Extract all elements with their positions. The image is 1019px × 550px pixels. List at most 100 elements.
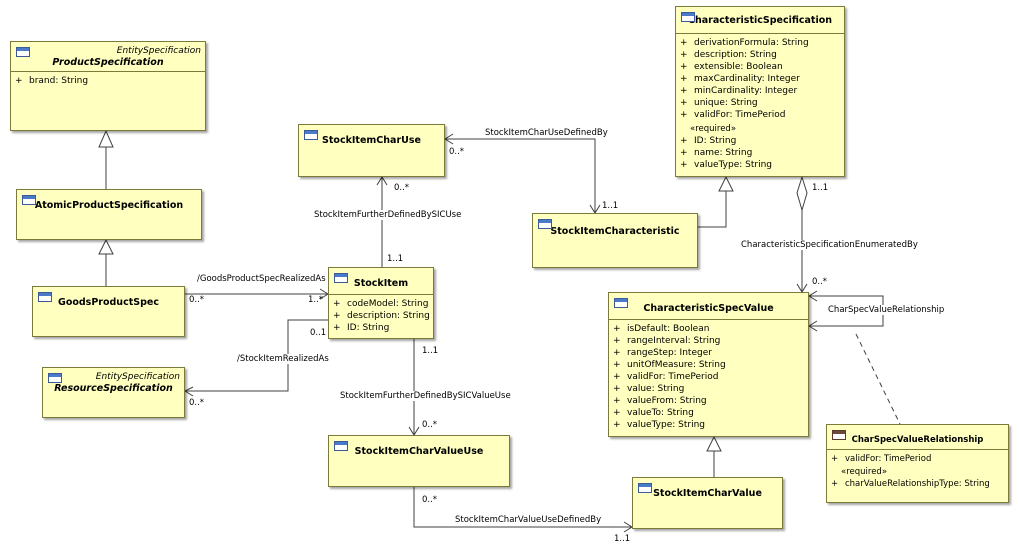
- class-name: ProductSpecification: [52, 57, 164, 68]
- attribute: +charValueRelationshipType: String: [831, 479, 990, 489]
- attribute-compartment: +derivationFormula: String +description:…: [676, 33, 844, 173]
- multiplicity: 0..*: [422, 495, 438, 505]
- attribute: +ID: String: [680, 136, 737, 146]
- attribute: +validFor: TimePeriod: [680, 110, 786, 120]
- generalization-arrowhead: [98, 129, 114, 148]
- class-resource-specification[interactable]: EntitySpecification ResourceSpecificatio…: [42, 367, 185, 418]
- class-icon: [22, 195, 36, 205]
- attribute: +valueType: String: [613, 420, 706, 430]
- assoc-label-char-value-use-defined-by: StockItemCharValueUseDefinedBy: [455, 515, 602, 525]
- class-characteristic-specification[interactable]: CharacteristicSpecification +derivationF…: [675, 6, 845, 177]
- class-stock-item-char-use[interactable]: StockItemCharUse: [298, 124, 445, 177]
- class-name: StockItem: [353, 278, 409, 289]
- attribute: +minCardinality: Integer: [680, 86, 798, 96]
- class-icon: [538, 219, 552, 229]
- class-name: StockItemCharValue: [653, 488, 762, 499]
- attribute: +rangeStep: Integer: [613, 348, 712, 358]
- attribute: +description: String: [333, 311, 430, 321]
- class-icon: [16, 47, 30, 57]
- multiplicity: 1..1: [602, 201, 619, 211]
- assoc-label-goods-spec-realized-as: /GoodsProductSpecRealizedAs: [197, 274, 326, 284]
- attribute: +unique: String: [680, 98, 758, 108]
- assoc-charvalueuse-to-charvalue: [413, 487, 632, 528]
- class-name: StockItemCharUse: [322, 135, 421, 146]
- nav-arrowhead: [183, 386, 194, 397]
- multiplicity: 0..*: [189, 295, 205, 305]
- attribute: +ID: String: [333, 323, 390, 333]
- attribute: +isDefault: Boolean: [613, 324, 710, 334]
- generalization-characteristic-to-spec: [698, 191, 727, 228]
- generalization-arrowhead: [98, 238, 114, 255]
- assoc-label-stock-item-realized-as: /StockItemRealizedAs: [237, 354, 329, 364]
- attribute: +rangeInterval: String: [613, 336, 721, 346]
- class-name: StockItemCharValueUse: [354, 446, 484, 457]
- class-icon: [334, 441, 348, 451]
- class-name: CharSpecValueRelationship: [851, 435, 984, 445]
- class-name: CharacteristicSpecValue: [643, 303, 774, 314]
- class-icon: [38, 292, 52, 302]
- class-icon: [304, 130, 318, 140]
- class-stereotype: EntitySpecification: [95, 372, 180, 382]
- association-class-icon: [832, 430, 846, 440]
- multiplicity: 1..1: [422, 346, 439, 356]
- class-stock-item-char-value-use[interactable]: StockItemCharValueUse: [328, 435, 510, 487]
- attribute: +derivationFormula: String: [680, 38, 809, 48]
- multiplicity: 0..*: [812, 277, 828, 287]
- class-goods-product-spec[interactable]: GoodsProductSpec: [32, 286, 185, 337]
- attribute: +valueTo: String: [613, 408, 694, 418]
- attribute-compartment: +brand: String: [11, 71, 205, 89]
- attribute-compartment: +codeModel: String +description: String …: [329, 294, 433, 336]
- attribute: +brand: String: [15, 76, 89, 86]
- class-name: GoodsProductSpec: [58, 297, 159, 308]
- nav-arrowhead: [444, 133, 454, 145]
- attribute: +validFor: TimePeriod: [831, 454, 932, 464]
- multiplicity: 0..1: [310, 328, 327, 338]
- assoc-label-further-defined-by-sic-use: StockItemFurtherDefinedBySICUse: [314, 210, 462, 220]
- class-characteristic-spec-value[interactable]: CharacteristicSpecValue +isDefault: Bool…: [608, 292, 809, 437]
- multiplicity: 0..*: [189, 398, 205, 408]
- attribute: +valueFrom: String: [613, 396, 707, 406]
- required-section-label: «required»: [690, 124, 737, 134]
- class-icon: [614, 298, 628, 308]
- class-name: CharacteristicSpecification: [687, 15, 833, 26]
- required-section-label: «required»: [841, 467, 888, 477]
- attribute-compartment: +isDefault: Boolean +rangeInterval: Stri…: [609, 319, 808, 433]
- class-icon: [334, 273, 348, 283]
- assoc-charuse-to-characteristic: [445, 138, 596, 213]
- association-class-link: [855, 333, 901, 425]
- class-icon: [638, 483, 652, 493]
- attribute: +valueType: String: [680, 160, 773, 170]
- class-char-spec-value-relationship[interactable]: CharSpecValueRelationship +validFor: Tim…: [826, 424, 1009, 503]
- nav-arrowhead: [808, 290, 818, 302]
- multiplicity: 0..*: [394, 183, 410, 193]
- attribute: +maxCardinality: Integer: [680, 74, 800, 84]
- class-atomic-product-specification[interactable]: AtomicProductSpecification: [16, 189, 202, 240]
- class-stock-item-char-value[interactable]: StockItemCharValue: [632, 477, 783, 529]
- multiplicity: 0..*: [449, 147, 465, 157]
- class-name: ResourceSpecification: [54, 383, 173, 394]
- attribute: +value: String: [613, 384, 685, 394]
- assoc-label-spec-enumerated-by: CharacteristicSpecificationEnumeratedBy: [741, 240, 918, 250]
- attribute: +extensible: Boolean: [680, 62, 783, 72]
- assoc-label-further-defined-by-sic-value-use: StockItemFurtherDefinedBySICValueUse: [340, 391, 511, 401]
- attribute: +description: String: [680, 50, 777, 60]
- multiplicity: 1..1: [812, 183, 829, 193]
- class-icon: [681, 12, 695, 22]
- multiplicity: 1..1: [614, 534, 631, 544]
- class-stock-item[interactable]: StockItem +codeModel: String +descriptio…: [328, 267, 434, 339]
- multiplicity: 0..*: [422, 420, 438, 430]
- attribute: +name: String: [680, 148, 753, 158]
- nav-arrowhead: [808, 320, 818, 332]
- assoc-label-spec-value-relationship: CharSpecValueRelationship: [828, 305, 945, 315]
- assoc-label-char-use-defined-by: StockItemCharUseDefinedBy: [485, 128, 608, 138]
- attribute: +validFor: TimePeriod: [613, 372, 719, 382]
- attribute: +codeModel: String: [333, 299, 429, 309]
- class-stereotype: EntitySpecification: [116, 46, 201, 56]
- aggregation-diamond: [796, 175, 808, 212]
- generalization-arrowhead: [706, 435, 722, 452]
- class-product-specification[interactable]: EntitySpecification ProductSpecification…: [10, 41, 206, 131]
- class-name: AtomicProductSpecification: [34, 200, 184, 211]
- generalization-arrowhead: [718, 175, 734, 192]
- class-stock-item-characteristic[interactable]: StockItemCharacteristic: [532, 213, 698, 268]
